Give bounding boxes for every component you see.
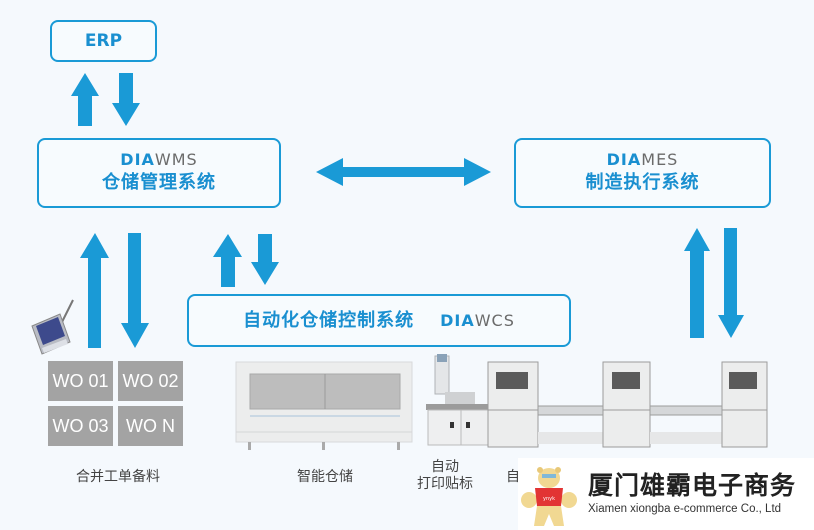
station-label-smart-warehouse: 智能仓储 (297, 469, 353, 485)
mes-prefix: DIA (606, 150, 642, 169)
erp-box[interactable]: ERP (50, 20, 157, 62)
mes-suffix: MES (641, 150, 679, 169)
arrow-up-icon (80, 233, 109, 348)
wms-code: DIAWMS (120, 150, 197, 170)
arrow-down-icon (112, 73, 140, 126)
arrow-down-icon (121, 233, 149, 348)
station-label-merge-orders: 合并工单备料 (76, 469, 160, 485)
wms-prefix: DIA (120, 150, 155, 169)
wcs-box[interactable]: 自动化仓储控制系统 DIAWCS (187, 294, 571, 347)
station-label-line2: 打印贴标 (417, 476, 473, 492)
wms-wcs-arrows (213, 234, 279, 287)
smart-warehouse-machine (235, 361, 413, 450)
mes-line-arrows (684, 228, 744, 338)
arrow-down-icon (718, 228, 744, 338)
auto-label-printer-machine (426, 354, 496, 446)
arrow-up-icon (213, 234, 242, 287)
bear-mascot-icon: ynyk (521, 467, 577, 526)
assembly-station-machines (487, 361, 768, 448)
company-name-en: Xiamen xiongba e-commerce Co., Ltd (588, 503, 782, 515)
work-order-tile[interactable]: WO 01 (48, 361, 113, 401)
work-order-tile[interactable]: WO N (118, 406, 183, 446)
mes-name: 制造执行系统 (585, 172, 700, 193)
erp-wms-arrows (71, 73, 140, 126)
wcs-code: DIAWCS (440, 311, 515, 331)
pda-stylus-icon (31, 299, 74, 355)
wms-box[interactable]: DIAWMS 仓储管理系统 (37, 138, 281, 208)
arrow-up-icon (71, 73, 99, 126)
mascot-shirt-text: ynyk (543, 496, 555, 502)
production-line-illustration (235, 354, 768, 450)
work-order-tile[interactable]: WO 03 (48, 406, 113, 446)
wcs-name: 自动化仓储控制系统 (243, 309, 415, 331)
wms-workorder-arrows (80, 233, 149, 348)
wms-suffix: WMS (154, 150, 198, 169)
erp-label: ERP (84, 31, 123, 51)
mes-box[interactable]: DIAMES 制造执行系统 (514, 138, 771, 208)
mes-code: DIAMES (607, 150, 679, 170)
station-label-auto-print: 自动 打印贴标 (405, 459, 485, 493)
work-order-tile[interactable]: WO 02 (118, 361, 183, 401)
wcs-prefix: DIA (440, 310, 475, 330)
company-name-block: 厦门雄霸电子商务 Xiamen xiongba e-commerce Co., … (588, 471, 796, 517)
arrow-up-icon (684, 228, 710, 338)
arrow-down-icon (251, 234, 279, 285)
wcs-suffix: WCS (474, 310, 515, 330)
company-name-cn: 厦门雄霸电子商务 (588, 471, 797, 500)
station-label-truncated: 自 (506, 469, 520, 485)
company-watermark: ynyk 厦门雄霸电子商务 Xiamen xiongba e-commerce … (518, 458, 814, 530)
double-headed-arrow-icon (316, 158, 491, 186)
station-label-line1: 自动 (431, 459, 459, 475)
wms-name: 仓储管理系统 (102, 172, 216, 193)
